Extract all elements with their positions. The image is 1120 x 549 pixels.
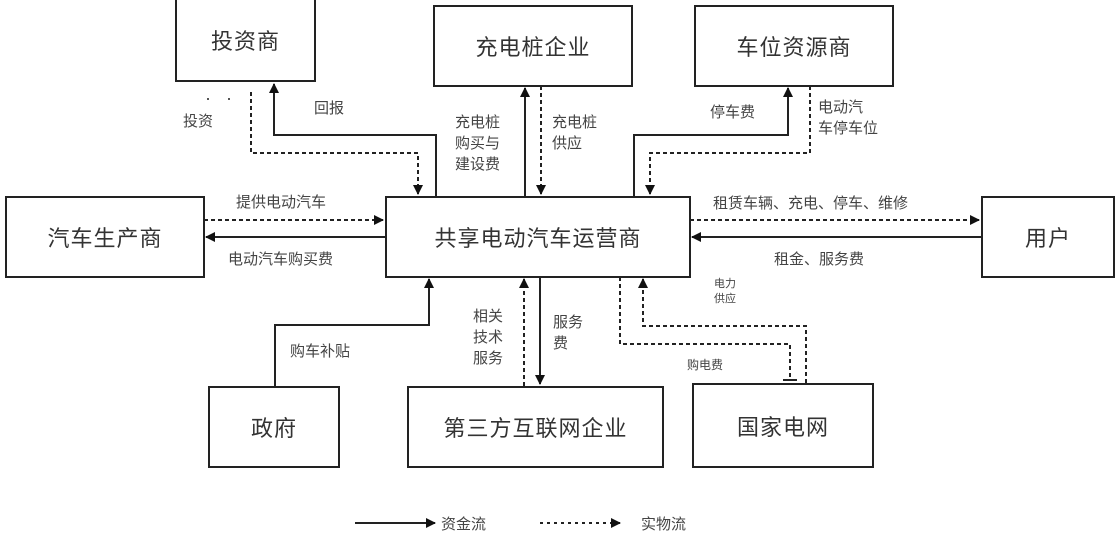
label-tech-service: 相关 技术 服务 — [473, 306, 503, 369]
label-ev-parking-line: 电动汽 — [818, 98, 864, 116]
node-investor-label: 投资商 — [210, 30, 280, 55]
label-pile-purchase: 充电桩 购买与 建设费 — [455, 112, 500, 175]
edge-ev-parking — [645, 86, 811, 195]
edge-invest — [250, 92, 423, 195]
label-tech-service-line: 技术 — [473, 328, 504, 346]
label-service-fee-line: 费 — [553, 334, 569, 352]
node-operator: 共享电动汽车运营商 — [385, 196, 691, 278]
label-tech-service-line: 服务 — [473, 349, 504, 367]
label-return: 回报 — [314, 99, 345, 117]
label-pile-supply-line: 供应 — [552, 134, 583, 152]
legend-money-flow: 资金流 — [441, 515, 487, 533]
label-service-fee-line: 服务 — [553, 313, 584, 331]
label-rent-services: 租赁车辆、充电、停车、维修 — [713, 194, 909, 212]
node-operator-label: 共享电动汽车运营商 — [434, 227, 642, 252]
label-electricity-fee: 购电费 — [687, 358, 724, 372]
edge-parking-fee — [633, 87, 793, 196]
label-power-supply: 电力 供应 — [714, 276, 736, 306]
legend-material-flow: 实物流 — [641, 515, 687, 533]
label-provide-ev: 提供电动汽车 — [236, 193, 327, 211]
label-pile-supply: 充电桩 供应 — [552, 112, 597, 154]
edge-power-supply — [638, 278, 807, 383]
label-pile-purchase-line: 建设费 — [455, 155, 501, 173]
edge-electricity-fee — [619, 277, 791, 378]
node-government: 政府 — [208, 386, 340, 468]
node-grid-label: 国家电网 — [736, 415, 829, 441]
node-user-label: 用户 — [1024, 227, 1071, 252]
label-parking-fee: 停车费 — [710, 103, 756, 121]
node-car-maker: 汽车生产商 — [5, 196, 205, 278]
node-charging-pile: 充电桩企业 — [433, 5, 633, 87]
node-government-label: 政府 — [250, 417, 297, 442]
node-internet-label: 第三方互联网企业 — [443, 417, 628, 442]
node-parking-label: 车位资源商 — [736, 36, 852, 61]
edge-subsidy — [274, 278, 434, 386]
node-grid: 国家电网 — [692, 383, 874, 468]
node-parking: 车位资源商 — [694, 5, 894, 87]
edge-return — [269, 83, 437, 196]
label-ev-purchase: 电动汽车购买费 — [228, 250, 334, 268]
label-power-supply-line: 供应 — [714, 292, 736, 305]
label-subsidy: 购车补贴 — [290, 342, 351, 360]
node-internet: 第三方互联网企业 — [407, 386, 664, 468]
node-car-maker-label: 汽车生产商 — [47, 227, 163, 252]
label-ev-parking: 电动汽 车停车位 — [818, 97, 878, 139]
node-user: 用户 — [981, 196, 1115, 278]
node-charging-pile-label: 充电桩企业 — [475, 36, 591, 61]
label-rent-fee: 租金、服务费 — [774, 250, 865, 268]
label-pile-purchase-line: 购买与 — [455, 134, 501, 152]
label-invest: 投资 — [183, 112, 214, 130]
label-pile-supply-line: 充电桩 — [552, 113, 598, 131]
node-investor: 投资商 — [175, 0, 316, 82]
label-pile-purchase-line: 充电桩 — [455, 113, 501, 131]
label-tech-service-line: 相关 — [473, 307, 504, 325]
label-ev-parking-line: 车停车位 — [818, 119, 879, 137]
label-power-supply-line: 电力 — [714, 277, 736, 290]
label-service-fee: 服务 费 — [553, 312, 583, 354]
